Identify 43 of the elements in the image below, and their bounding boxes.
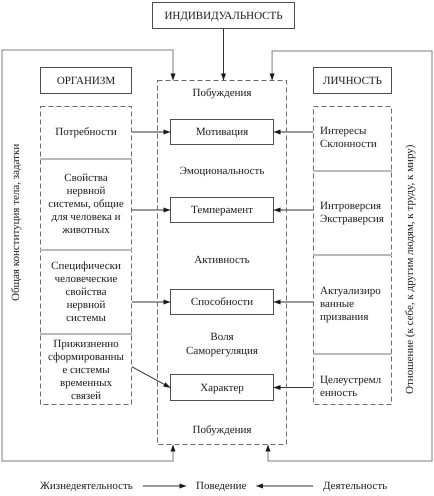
frame-text: Активность: [194, 253, 250, 267]
concept-box: Характер: [170, 374, 274, 401]
arrow: [274, 130, 314, 134]
cell-text: Потребности: [55, 126, 117, 138]
arrow: [132, 208, 170, 212]
frame-text: Воля Саморегуляция: [185, 330, 259, 358]
cell-text: Интроверсия Экстраверсия: [320, 200, 385, 226]
flow-label: Деятельность: [323, 479, 388, 493]
frame-text: Эмоциональность: [180, 164, 264, 178]
flow-label: Поведение: [196, 479, 246, 493]
arrow: [274, 208, 314, 212]
dashed-frame: [157, 80, 287, 445]
cell-text: Свойства нервной системы, общие для человека и животных: [48, 172, 124, 237]
arrow: [274, 385, 314, 390]
frame-text: Побуждения: [192, 86, 252, 100]
arrow: [256, 484, 314, 488]
arrow: [142, 484, 186, 488]
concept-box: Темперамент: [170, 197, 274, 223]
frame-arrow: [2, 50, 176, 222]
cell-text: Актуализиро ванные призвания: [320, 285, 382, 324]
cell-text: Целеустремл енность: [320, 374, 382, 400]
dashed-column: [313, 106, 392, 405]
cell-text: Прижизненно сформированны е системы временных связей: [48, 338, 124, 402]
vertical-label: Отношение (к себе, к другим людям, к труду, к миру): [404, 138, 432, 400]
concept-box: Способности: [170, 289, 274, 315]
heading-box: ОРГАНИЗМ: [40, 67, 132, 94]
cell-text: Интересы Склонности: [320, 125, 378, 151]
heading-box: ЛИЧНОСТЬ: [313, 67, 392, 94]
frame-arrow: [266, 268, 432, 462]
arrow: [132, 366, 170, 388]
heading-box: ИНДИВИДУАЛЬНОСТЬ: [152, 2, 295, 29]
frame-arrow: [270, 50, 432, 270]
arrow: [274, 300, 314, 304]
concept-box: Мотивация: [170, 119, 274, 145]
vertical-label: Общая конституция тела, задатки: [2, 138, 23, 306]
arrow: [132, 300, 170, 304]
frame-arrow: [2, 222, 176, 462]
arrow: [132, 130, 170, 134]
frame-text: Побуждения: [192, 423, 252, 437]
flow-label: Жизнедеятельность: [40, 479, 133, 493]
arrow: [221, 28, 226, 80]
dashed-column: [40, 106, 132, 405]
cell-text: Специфически человеческие свойства нервной системы: [50, 260, 122, 324]
